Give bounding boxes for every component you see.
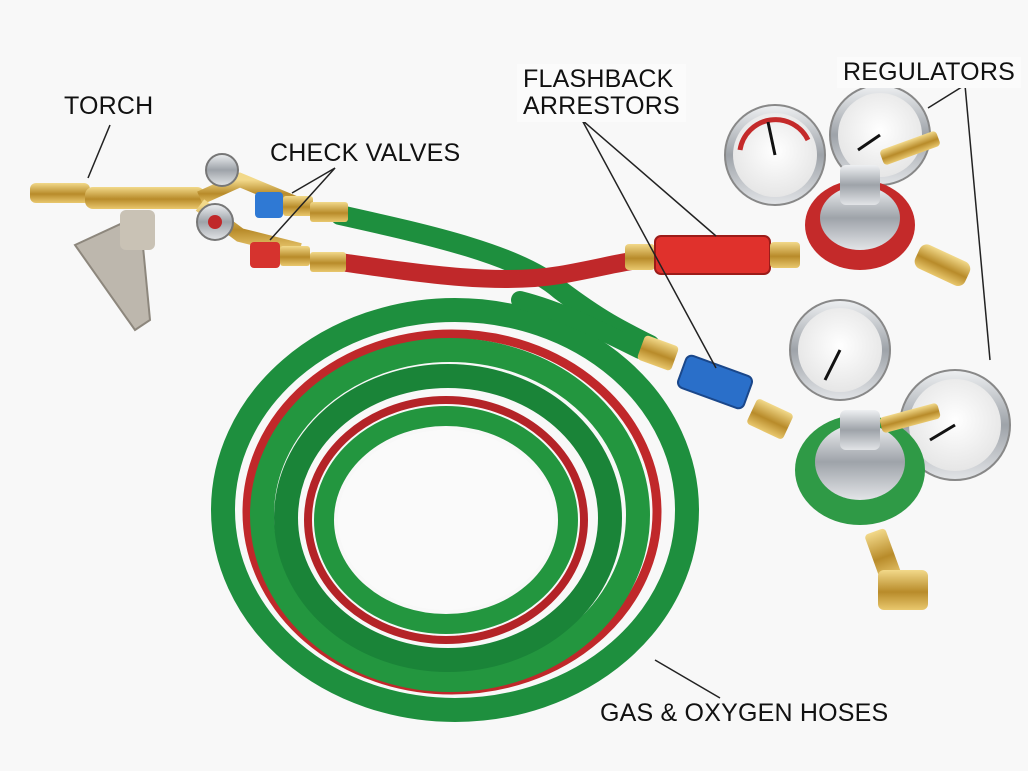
regulator-icon [789,299,1011,610]
regulators-label: REGULATORS [837,57,1021,88]
torch-icon [30,153,303,332]
flashback-arrestors [625,235,800,439]
check-valves-label: CHECK VALVES [270,139,461,167]
flashback-label-line2: ARRESTORS [523,92,680,120]
hoses-label: GAS & OXYGEN HOSES [600,699,889,727]
torch-label: TORCH [64,92,154,120]
hose-coil-icon [211,298,699,722]
hose-runs [330,205,660,359]
flashback-label-line1: FLASHBACK [523,65,674,93]
leader-lines [87,84,991,699]
regulator-icon [724,84,971,286]
flashback-arrestors-label: FLASHBACK ARRESTORS [517,64,686,122]
